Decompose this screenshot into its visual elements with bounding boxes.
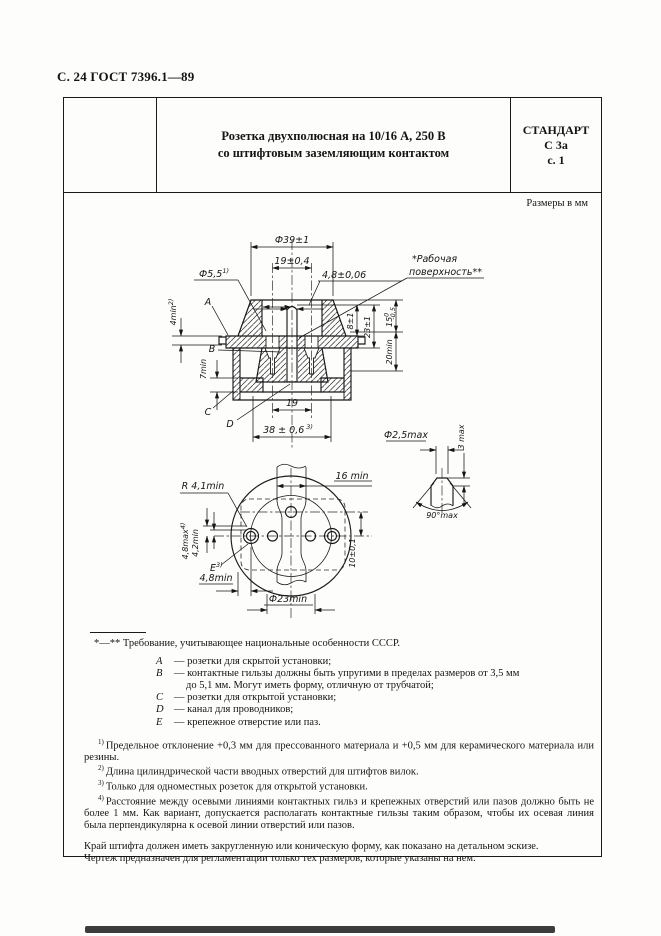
footnote-separator <box>90 632 146 633</box>
working-surface-label-2: поверхность** <box>409 267 482 278</box>
dim-label-42min: 4,2min <box>191 529 200 557</box>
footnote-requirement: *—** Требование, учитывающее национальны… <box>94 638 400 649</box>
dim-label-f25max: Ф2,5max <box>384 430 428 441</box>
standard-label: СТАНДАРТ <box>522 122 590 137</box>
sheet-title-line2: со штифтовым заземляющим контактом <box>217 146 450 160</box>
legend-item: C — розетки для открытой установки; <box>156 692 594 704</box>
note-number: 1) <box>98 737 104 746</box>
legend-key: C <box>156 692 164 704</box>
legend-text-continuation: до 5,1 мм. Могут иметь форму, отличную о… <box>186 679 434 691</box>
dim-label-48-006: 4,8±0,06 <box>322 270 366 281</box>
title-cell: Розетка двухполюсная на 10/16 А, 250 В с… <box>157 98 511 192</box>
title-block: Розетка двухполюсная на 10/16 А, 250 В с… <box>64 98 601 193</box>
dim-label-19: 19 <box>286 398 298 409</box>
legend-text: — крепежное отверстие или паз. <box>174 716 321 728</box>
closing-note-1: Край штифта должен иметь закругленную ил… <box>84 841 539 853</box>
dimension-lines-bottom-view <box>180 480 372 614</box>
sheet-page: с. 1 <box>547 152 565 167</box>
note-number: 2) <box>98 764 104 773</box>
standard-sheet-frame: Розетка двухполюсная на 10/16 А, 250 В с… <box>63 97 602 864</box>
note-text: Только для одноместных розеток для откры… <box>105 781 368 793</box>
dimension-lines-cross-section <box>172 242 484 442</box>
note-text: Расстояние между осевыми линиями контакт… <box>84 796 594 831</box>
note-item: 3)Только для одноместных розеток для отк… <box>84 778 594 793</box>
note-text: Предельное отклонение +0,3 мм для прессо… <box>84 740 594 763</box>
legend-key: B <box>156 667 163 679</box>
sheet-title-line1: Розетка двухполюсная на 10/16 А, 250 В <box>221 129 446 143</box>
scan-artifact-bar <box>85 926 555 933</box>
closing-note-2: Чертеж предназначен для регламентации то… <box>84 852 476 864</box>
dim-label-f23min: Ф23min <box>269 594 307 605</box>
dim-label-16min: 16 min <box>335 471 368 482</box>
dim-label-48max: 4,8max4) <box>179 523 190 560</box>
dim-label-15: 150-0,5 <box>383 307 398 327</box>
legend-key: E <box>156 716 163 728</box>
dim-label-20min: 20min <box>385 339 394 364</box>
title-block-empty-cell <box>64 98 157 192</box>
legend-list: A — розетки для скрытой установки; B — кон… <box>156 656 594 729</box>
legend-text: — контактные гильзы должны быть упругими… <box>174 667 520 679</box>
footnotes-section: *—** Требование, учитывающее национальны… <box>84 632 594 864</box>
working-surface-label-1: *Рабочая <box>412 254 457 265</box>
section-label-b: B <box>209 344 216 355</box>
dim-label-f39: Ф39±1 <box>275 235 309 246</box>
dim-label-4min: 4min2) <box>167 299 178 326</box>
note-item: 1)Предельное отклонение +0,3 мм для прес… <box>84 737 594 764</box>
legend-item: A — розетки для скрытой установки; <box>156 656 594 668</box>
bottom-view: R 4,1min 16 min 4,8max4) 4,2min E3) 4,8m… <box>179 463 372 618</box>
dim-label-90max: 90°max <box>426 511 458 520</box>
note-item: 4)Расстояние между осевыми линиями конта… <box>84 793 594 831</box>
note-text: Длина цилиндрической части вводных отвер… <box>105 766 419 778</box>
pin-detail-view: Ф2,5max 3 max 90°max <box>384 424 472 520</box>
section-label-c: C <box>205 407 212 418</box>
legend-text: — розетки для скрытой установки; <box>174 655 332 667</box>
section-label-a: A <box>204 297 212 308</box>
section-label-d: D <box>226 419 233 430</box>
units-note: Размеры в мм <box>526 198 588 209</box>
note-number: 3) <box>98 779 104 788</box>
dim-label-7min: 7min <box>199 359 208 379</box>
dim-label-8: 8±1 <box>346 313 355 330</box>
dim-label-f55: Ф5,51) <box>199 267 229 280</box>
legend-item: B — контактные гильзы должны быть упругим… <box>156 668 594 680</box>
technical-drawing: Ф39±1 19±0,4 Ф5,51) 4,8±0,06 *Рабочая по… <box>167 235 484 618</box>
legend-item: E — крепежное отверстие или паз. <box>156 717 594 729</box>
cross-section-view: Ф39±1 19±0,4 Ф5,51) 4,8±0,06 *Рабочая по… <box>167 235 484 448</box>
numbered-notes: 1)Предельное отклонение +0,3 мм для прес… <box>84 737 594 832</box>
legend-text: — розетки для открытой установки; <box>174 692 337 704</box>
legend-item: D — канал для проводников; <box>156 704 594 716</box>
dim-label-10: 10±0,1 <box>348 538 357 568</box>
dim-label-48min: 4,8min <box>199 573 232 584</box>
legend-key: D <box>156 704 164 716</box>
sheet-code: С 3а <box>544 137 568 152</box>
legend-text: — канал для проводников; <box>174 704 294 716</box>
note-number: 4) <box>98 794 104 803</box>
note-item: 2)Длина цилиндрической части вводных отв… <box>84 763 594 778</box>
page-header: С. 24 ГОСТ 7396.1—89 <box>57 69 195 84</box>
dim-label-r41min: R 4,1min <box>182 481 225 492</box>
dim-label-3max: 3 max <box>457 424 466 449</box>
standard-cell: СТАНДАРТ С 3а с. 1 <box>511 98 601 192</box>
dim-label-23: 23±1 <box>363 316 372 338</box>
legend-key: A <box>156 655 163 667</box>
section-label-e: E3) <box>210 561 223 574</box>
dim-label-19-04: 19±0,4 <box>274 256 309 267</box>
dimension-lines-pin-detail <box>386 440 472 511</box>
